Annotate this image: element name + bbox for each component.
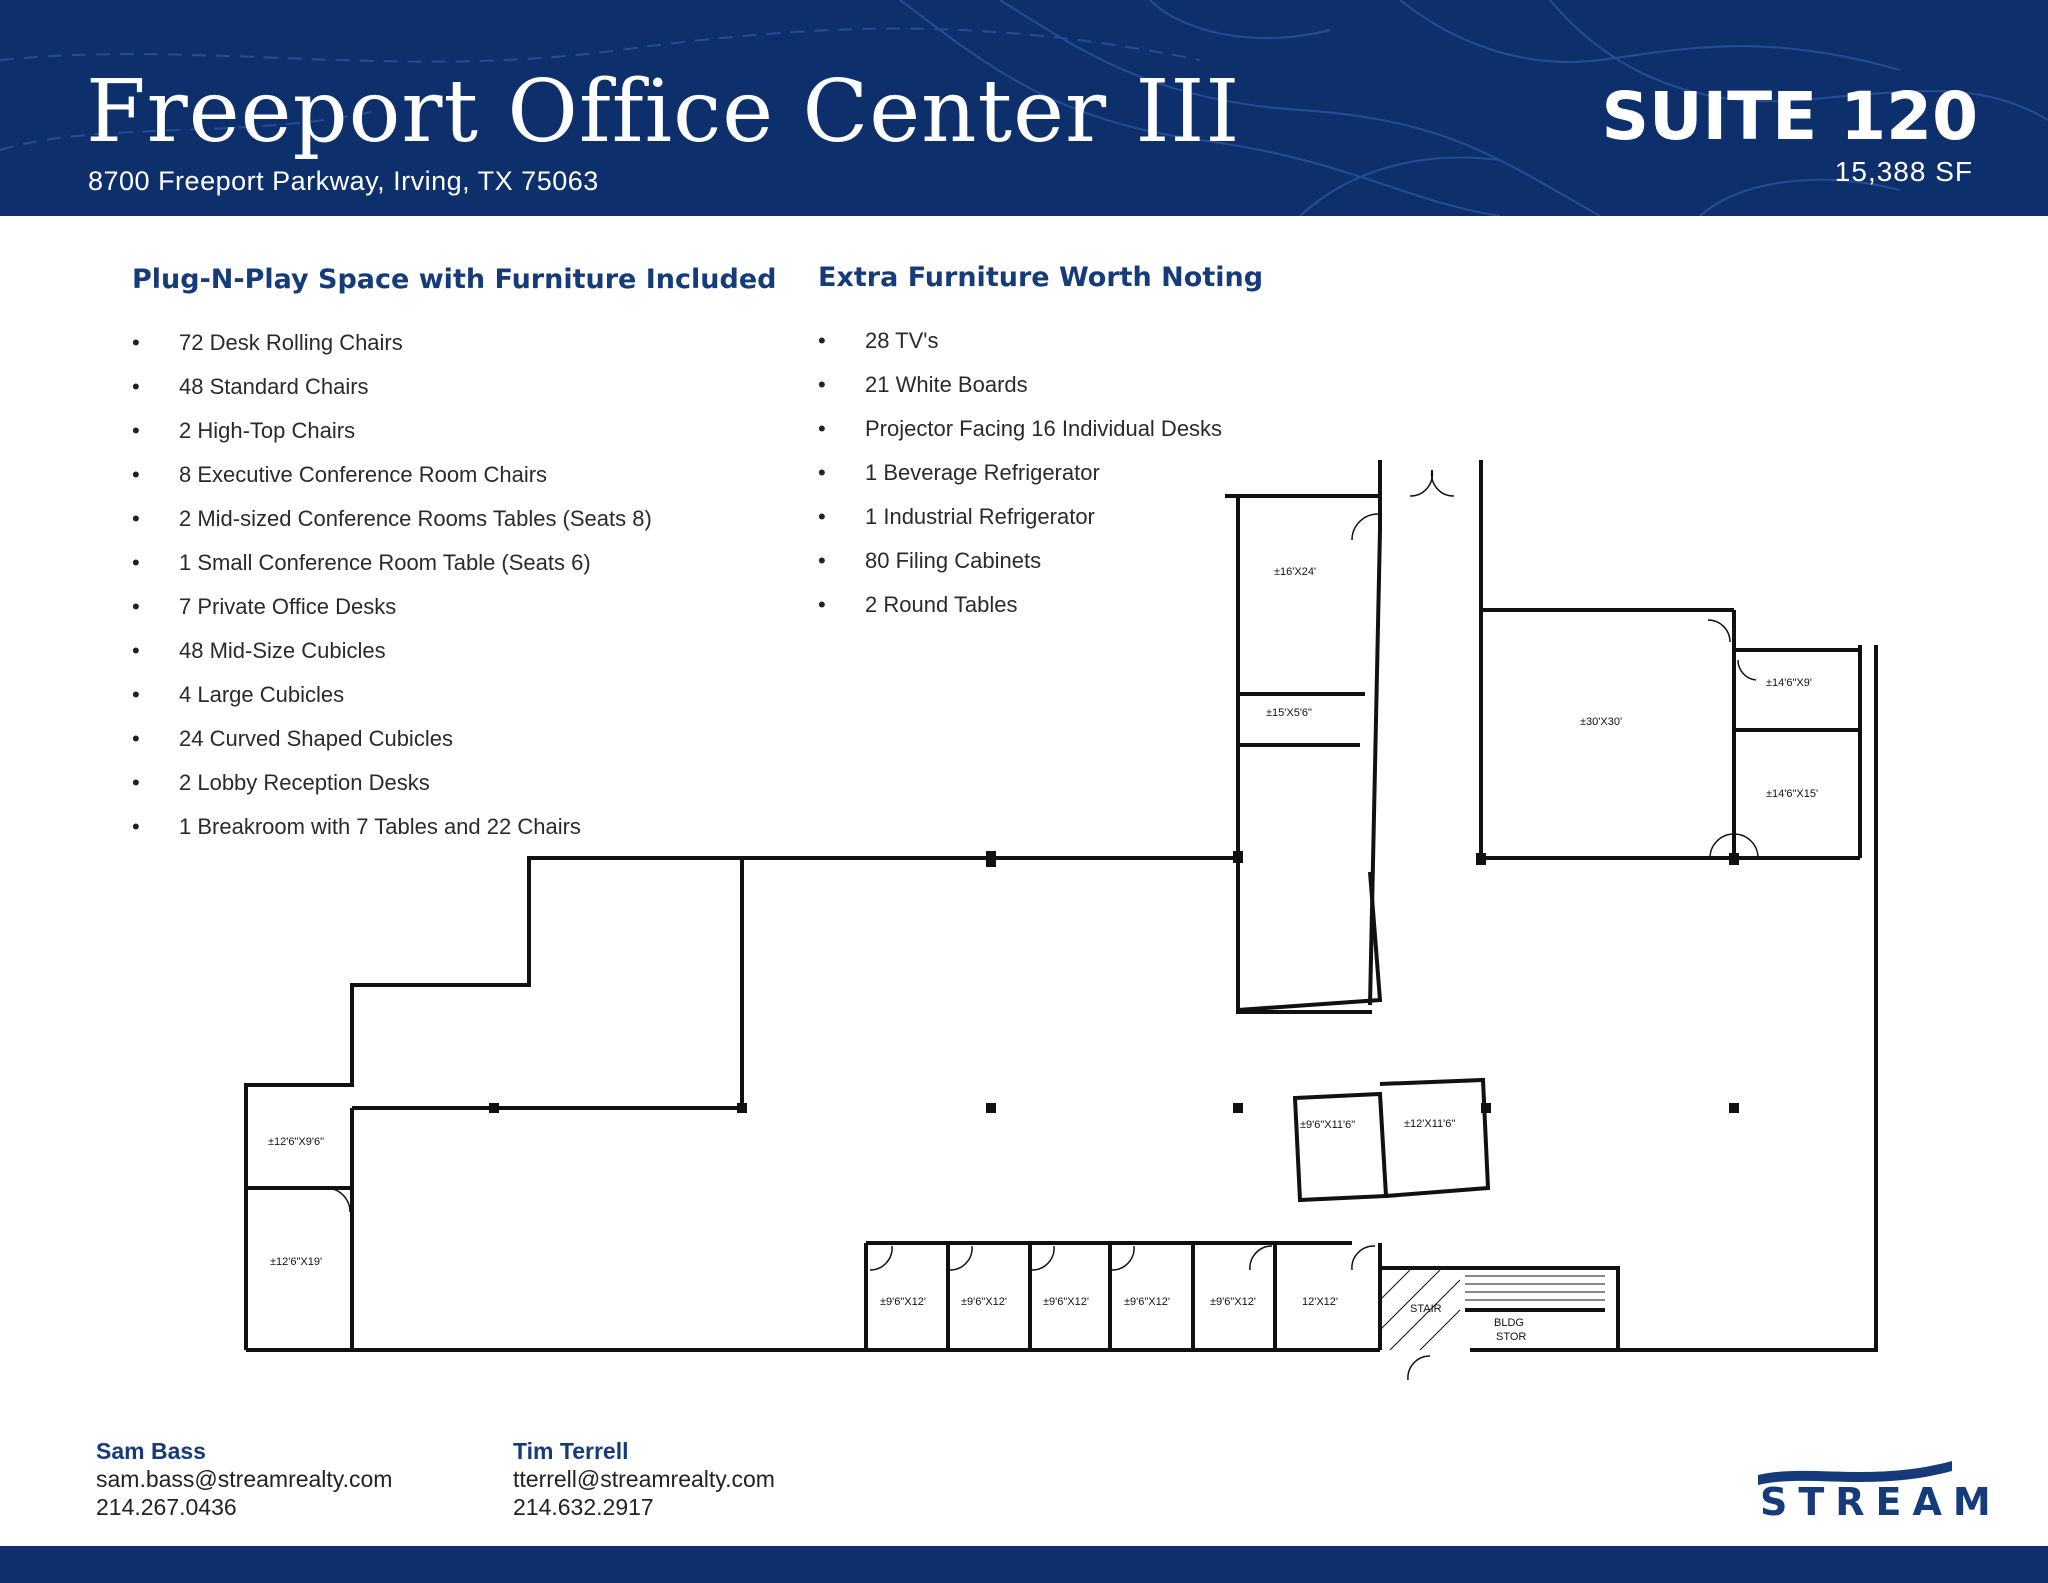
room-label: ±12'6"X19' (270, 1256, 322, 1268)
extra-furniture-heading: Extra Furniture Worth Noting (818, 262, 1264, 293)
room-label: BLDG (1494, 1317, 1524, 1329)
list-item: 8 Executive Conference Room Chairs (132, 460, 652, 504)
room-label: 12'X12' (1302, 1296, 1338, 1308)
list-item: 24 Curved Shaped Cubicles (132, 724, 652, 768)
list-item: 48 Standard Chairs (132, 372, 652, 416)
property-address: 8700 Freeport Parkway, Irving, TX 75063 (88, 166, 599, 196)
list-item: 2 Mid-sized Conference Rooms Tables (Sea… (132, 504, 652, 548)
list-item: 2 Round Tables (818, 590, 1222, 634)
page-title: Freeport Office Center III (86, 62, 1241, 162)
room-label: ±30'X30' (1580, 716, 1622, 728)
list-item: 48 Mid-Size Cubicles (132, 636, 652, 680)
room-label: ±9'6"X12' (880, 1296, 926, 1308)
contact-email[interactable]: tterrell@streamrealty.com (513, 1466, 775, 1492)
list-item: 2 High-Top Chairs (132, 416, 652, 460)
square-footage: 15,388 SF (1834, 156, 1973, 187)
list-item: 7 Private Office Desks (132, 592, 652, 636)
furniture-included-heading: Plug-N-Play Space with Furniture Include… (132, 264, 777, 295)
furniture-included-list: 72 Desk Rolling Chairs 48 Standard Chair… (132, 328, 652, 856)
room-label: ±14'6"X15' (1766, 788, 1818, 800)
room-label: ±9'6"X12' (1043, 1296, 1089, 1308)
contact-tim-terrell: Tim Terrell tterrell@streamrealty.com 21… (513, 1437, 775, 1521)
list-item: 1 Small Conference Room Table (Seats 6) (132, 548, 652, 592)
room-label: ±12'X11'6" (1404, 1118, 1455, 1130)
list-item: 1 Breakroom with 7 Tables and 22 Chairs (132, 812, 652, 856)
room-label: ±12'6"X9'6" (268, 1136, 324, 1148)
contact-name: Sam Bass (96, 1438, 206, 1464)
room-label: ±9'6"X12' (961, 1296, 1007, 1308)
list-item: 72 Desk Rolling Chairs (132, 328, 652, 372)
contact-name: Tim Terrell (513, 1438, 629, 1464)
list-item: 21 White Boards (818, 370, 1222, 414)
header-banner: Freeport Office Center III 8700 Freeport… (0, 0, 2048, 216)
list-item: 80 Filing Cabinets (818, 546, 1222, 590)
room-label: STOR (1496, 1331, 1526, 1343)
footer-bar (0, 1546, 2048, 1583)
list-item: 1 Beverage Refrigerator (818, 458, 1222, 502)
topographic-pattern (0, 0, 2048, 216)
list-item: 2 Lobby Reception Desks (132, 768, 652, 812)
stream-logo: STREAM (1760, 1480, 2002, 1524)
room-label: ±16'X24' (1274, 566, 1316, 578)
suite-number: SUITE 120 (1601, 78, 1978, 155)
extra-furniture-list: 28 TV's 21 White Boards Projector Facing… (818, 326, 1222, 634)
list-item: Projector Facing 16 Individual Desks (818, 414, 1222, 458)
stream-wave-icon (1758, 1461, 1952, 1485)
room-label: ±9'6"X12' (1210, 1296, 1256, 1308)
contact-phone[interactable]: 214.632.2917 (513, 1494, 654, 1520)
contact-sam-bass: Sam Bass sam.bass@streamrealty.com 214.2… (96, 1437, 392, 1521)
room-label: ±9'6"X11'6" (1300, 1119, 1355, 1131)
list-item: 1 Industrial Refrigerator (818, 502, 1222, 546)
list-item: 4 Large Cubicles (132, 680, 652, 724)
room-label: ±9'6"X12' (1124, 1296, 1170, 1308)
room-label: ±15'X5'6" (1266, 707, 1312, 719)
contact-email[interactable]: sam.bass@streamrealty.com (96, 1466, 393, 1492)
list-item: 28 TV's (818, 326, 1222, 370)
room-label: STAIR (1410, 1303, 1442, 1315)
room-label: ±14'6"X9' (1766, 677, 1812, 689)
contact-phone[interactable]: 214.267.0436 (96, 1494, 237, 1520)
